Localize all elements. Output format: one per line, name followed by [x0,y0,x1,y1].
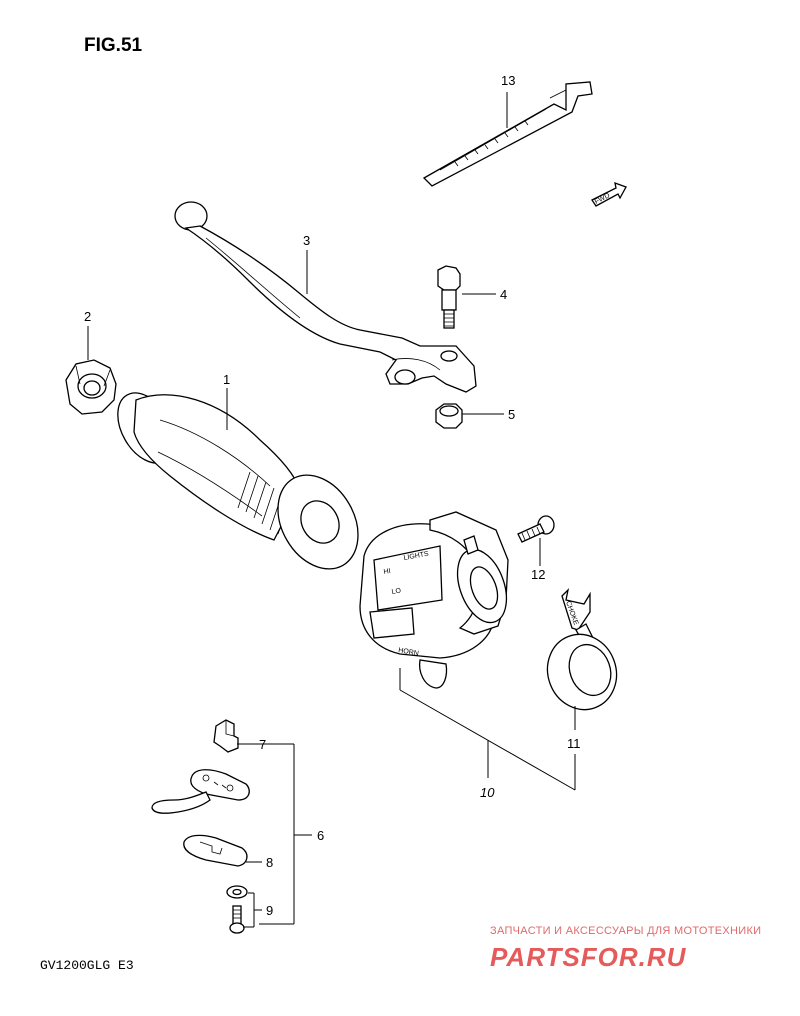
callout-11: 11 [567,736,581,751]
figure-title: FIG.51 [84,35,143,56]
switch-horn-label: HORN [398,647,420,657]
handlebar-switch-drawing: LIGHTS HI LO HORN [359,511,509,689]
callout-1: 1 [223,372,230,387]
clutch-lever-drawing [174,201,477,393]
callout-3: 3 [303,233,310,248]
callout-6: 6 [317,828,324,843]
callout-13: 13 [501,73,515,88]
switch-lo-label: LO [391,587,402,596]
callout-2: 2 [84,309,91,324]
washer-screw-drawing [226,885,248,934]
choke-lever-drawing: CHOKE [546,588,618,711]
lever-bolt-drawing [437,265,461,329]
callout-4: 4 [500,287,507,302]
holder-drawing [183,834,248,867]
part-callouts: 13 3 4 2 1 5 12 11 7 6 8 9 10 [84,73,581,918]
callout-9: 9 [266,903,273,918]
leader-lines [87,92,576,928]
callout-7: 7 [259,737,266,752]
model-code: GV1200GLG E3 [40,958,134,973]
fwd-label: FWD [594,192,611,205]
callout-10: 10 [480,785,495,800]
cable-band-drawing [422,81,593,187]
watermark: ЗАПЧАСТИ И АКСЕССУАРЫ ДЛЯ МОТОТЕХНИКИ PA… [490,925,761,972]
nut-drawing [435,403,463,429]
switch-lights-label: LIGHTS [403,551,429,562]
callout-8: 8 [266,855,273,870]
forward-direction-arrow: FWD [591,181,627,207]
watermark-logo: PARTSFOR.RU [490,942,687,972]
watermark-tagline: ЗАПЧАСТИ И АКСЕССУАРЫ ДЛЯ МОТОТЕХНИКИ [490,925,761,937]
clip-drawing [213,719,239,753]
callout-12: 12 [531,567,545,582]
switch-hi-label: HI [383,568,391,576]
callout-5: 5 [508,407,515,422]
grip-end-drawing [65,359,117,415]
grip-drawing [117,392,359,570]
screw-12-drawing [517,515,555,543]
clutch-switch-drawing [151,769,250,814]
